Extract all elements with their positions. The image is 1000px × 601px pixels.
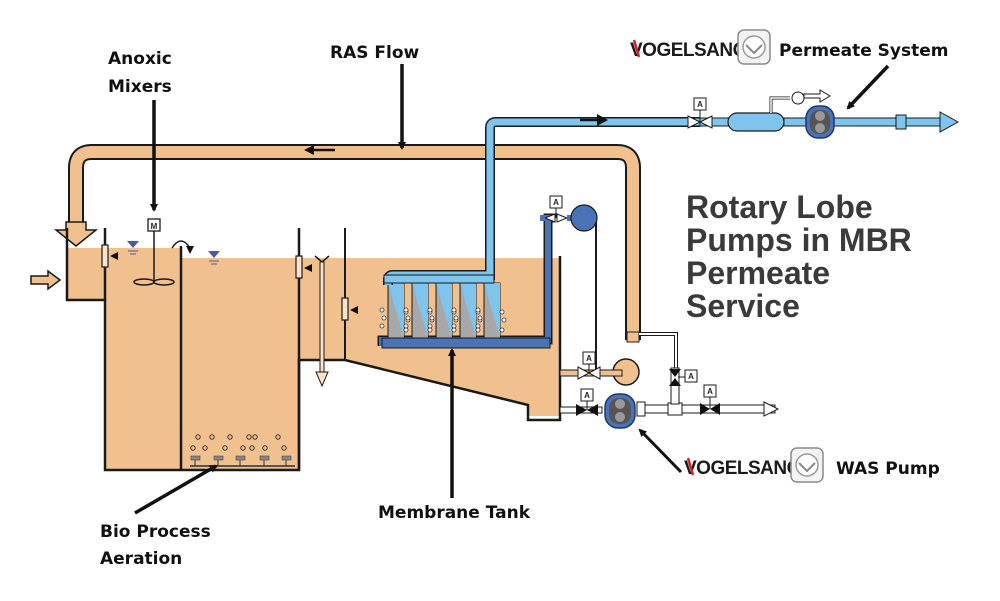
air-bubble <box>403 323 409 329</box>
air-bubble <box>403 307 409 313</box>
permeate-system-caption: Permeate System <box>779 41 948 61</box>
ras-flow-label: RAS Flow <box>330 43 420 63</box>
air-bubble <box>249 445 255 451</box>
air-bubble <box>475 323 481 329</box>
water-level-marker <box>208 251 220 265</box>
was-pump-caption: WAS Pump <box>836 459 940 479</box>
instrument-tag: A <box>707 387 713 396</box>
gate-3 <box>341 297 358 321</box>
ras-flow-direction-arrow <box>304 145 335 155</box>
instrument-tag: A <box>688 372 694 381</box>
air-bubble <box>195 434 201 440</box>
air-bubble <box>252 434 258 440</box>
air-bubble <box>499 327 505 333</box>
permeate-line: A <box>687 89 960 133</box>
influent-arrow <box>30 269 62 291</box>
air-bubble <box>246 434 252 440</box>
ras-pump: A <box>559 331 678 386</box>
anoxic-mixers-label-line2: Mixers <box>108 77 172 97</box>
air-bubble <box>262 445 268 451</box>
air-blower: A <box>540 195 598 375</box>
vogelsang-brand-permeate: VOGELSANG Permeate System <box>630 29 948 65</box>
title-line-1: Rotary Lobe <box>686 189 873 225</box>
vogelsang-logo-icon <box>790 447 824 483</box>
title-line-4: Service <box>686 288 800 324</box>
air-bubble <box>209 434 215 440</box>
vogelsang-logo-icon <box>737 29 771 65</box>
permeate-rotary-lobe-pump <box>805 105 835 139</box>
diffuser <box>213 455 224 461</box>
drop-pipe <box>314 255 330 388</box>
motor-tag: M <box>151 222 158 231</box>
instrument-tag: A <box>553 198 559 207</box>
vogelsang-brand-was: VOGELSANG WAS Pump <box>684 447 940 483</box>
air-bubble <box>451 307 457 313</box>
air-bubble <box>379 323 385 329</box>
diffuser <box>281 455 292 461</box>
anoxic-mixer: M <box>133 218 175 286</box>
brand-logo-text: VOGELSANG <box>630 40 747 61</box>
brand-red-slash <box>686 457 695 476</box>
air-bubble <box>281 445 287 451</box>
air-bubble <box>403 327 409 333</box>
air-bubble <box>499 309 505 315</box>
air-bubble <box>379 307 385 313</box>
air-bubble <box>501 317 507 323</box>
instrument-tag: A <box>697 100 703 109</box>
air-bubble <box>240 445 246 451</box>
air-bubble <box>202 445 208 451</box>
was-line: A A A <box>559 367 780 417</box>
air-bubble <box>451 323 457 329</box>
air-bubble <box>477 315 483 321</box>
callout-arrows <box>134 64 890 515</box>
aeration-diffusers <box>190 434 295 467</box>
title-line-3: Permeate <box>686 255 830 291</box>
water-level-marker <box>127 241 139 255</box>
diffuser <box>259 455 270 461</box>
air-bubble <box>427 307 433 313</box>
brand-logo-text: VOGELSANG <box>684 458 801 479</box>
bio-process-aeration-label-line1: Bio Process <box>100 522 211 542</box>
membrane-tank-label: Membrane Tank <box>378 503 531 523</box>
air-bubble <box>453 315 459 321</box>
diffuser <box>235 455 246 461</box>
membrane-module <box>377 117 700 349</box>
overflow-arrow <box>171 240 191 249</box>
title-line-2: Pumps in MBR <box>686 222 912 258</box>
air-bubble <box>475 327 481 333</box>
air-bubble <box>427 323 433 329</box>
air-bubble <box>275 434 281 440</box>
permeate-flow-direction-arrow <box>580 114 608 126</box>
instrument-tag: A <box>584 391 590 400</box>
was-rotary-lobe-pump <box>604 393 636 429</box>
anoxic-mixers-label-line1: Anoxic <box>108 49 172 69</box>
air-bubble <box>475 307 481 313</box>
air-bubble <box>429 315 435 321</box>
instrument-tag: A <box>586 354 592 363</box>
air-bubble <box>227 434 233 440</box>
air-bubble <box>451 327 457 333</box>
air-bubble <box>190 445 196 451</box>
gate-1 <box>101 244 118 268</box>
brand-red-slash <box>632 39 641 58</box>
gate-2 <box>295 255 312 279</box>
air-bubble <box>222 445 228 451</box>
bio-process-aeration-label-line2: Aeration <box>100 549 182 569</box>
air-bubble <box>405 315 411 321</box>
air-bubble <box>427 327 433 333</box>
diffuser <box>190 455 201 461</box>
air-bubble <box>381 315 387 321</box>
